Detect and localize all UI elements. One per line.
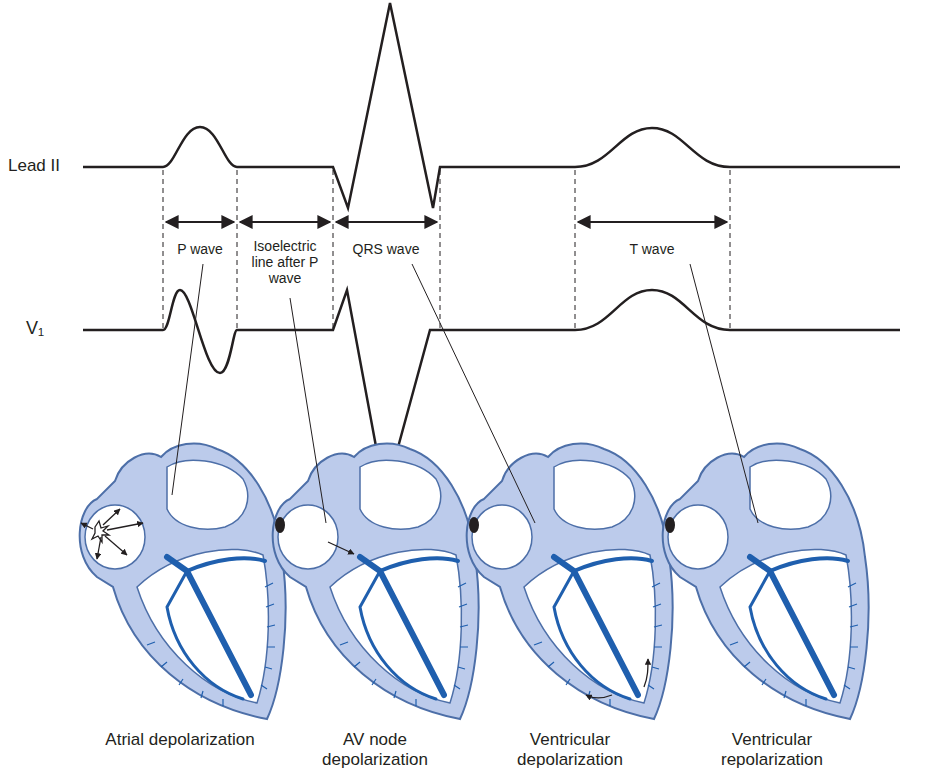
phase-caption: Ventricular depolarization (495, 730, 645, 769)
wave-label: P wave (165, 241, 235, 257)
phase-caption: Ventricular repolarization (692, 730, 852, 769)
lead-name: Lead II (8, 156, 88, 176)
leader-line (172, 264, 758, 523)
wave-label: Isoelectric line after P wave (241, 238, 329, 286)
lead-name: V₁ (26, 318, 76, 339)
phase-caption: Atrial depolarization (105, 730, 255, 750)
wave-label: T wave (617, 241, 687, 257)
interval-guide (163, 170, 730, 328)
phase-caption: AV node depolarization (300, 730, 450, 769)
interval-arrow (166, 221, 727, 223)
heart-illustration (80, 443, 869, 719)
ecg-trace (83, 3, 900, 495)
wave-label: QRS wave (338, 241, 434, 257)
